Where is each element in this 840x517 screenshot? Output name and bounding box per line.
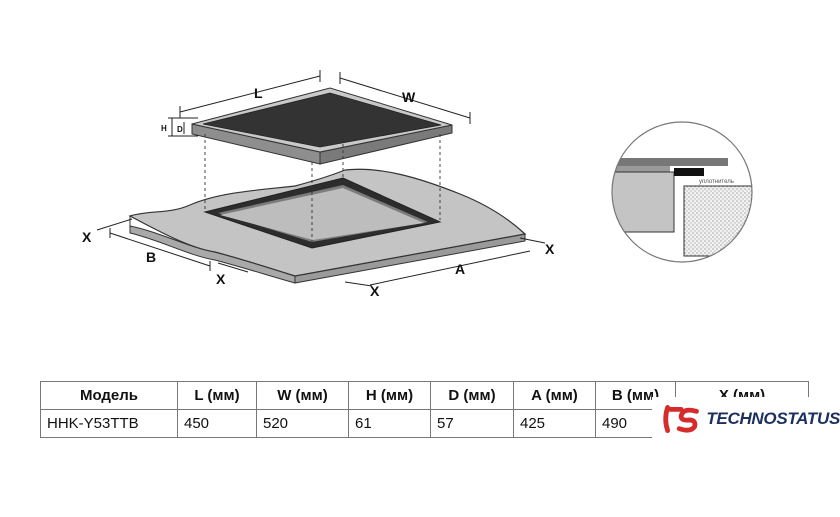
- header-h: H (мм): [348, 381, 431, 410]
- cell-model: HHK-Y53TTB: [40, 409, 178, 438]
- label-X-bottom: X: [370, 283, 380, 299]
- table-header-row: Модель L (мм) W (мм) H (мм) D (мм) A (мм…: [40, 381, 809, 410]
- logo-text: TECHNOSTATUS: [706, 409, 840, 428]
- header-a: A (мм): [513, 381, 596, 410]
- label-D: D: [177, 125, 183, 134]
- header-l: L (мм): [177, 381, 257, 410]
- projection-lines: [204, 108, 441, 246]
- dimension-letters: L W H D X B X X A X: [82, 85, 555, 299]
- header-model: Модель: [40, 381, 178, 410]
- technostatus-logo: TECHNOSTATUS: [652, 397, 840, 441]
- seal-label: уплотнитель: [699, 179, 734, 185]
- cell-h: 61: [348, 409, 431, 438]
- label-W: W: [402, 89, 416, 105]
- detail-circle: уплотнитель: [611, 121, 753, 263]
- cell-a: 425: [513, 409, 596, 438]
- countertop: [128, 168, 527, 284]
- cooktop: [191, 87, 453, 165]
- cell-w: 520: [256, 409, 349, 438]
- label-H: H: [161, 124, 167, 133]
- label-B: B: [146, 249, 156, 265]
- installation-diagram: L W H D X B X X A X: [82, 70, 753, 299]
- dimension-lines: [96, 70, 546, 287]
- header-w: W (мм): [256, 381, 349, 410]
- cell-d: 57: [430, 409, 514, 438]
- label-L: L: [254, 85, 263, 101]
- label-X-lower-left: X: [216, 271, 226, 287]
- label-X-right: X: [545, 241, 555, 257]
- cell-l: 450: [177, 409, 257, 438]
- header-d: D (мм): [430, 381, 514, 410]
- label-A: A: [455, 261, 465, 277]
- ts-logo-mark: [663, 405, 699, 433]
- label-X-left: X: [82, 229, 92, 245]
